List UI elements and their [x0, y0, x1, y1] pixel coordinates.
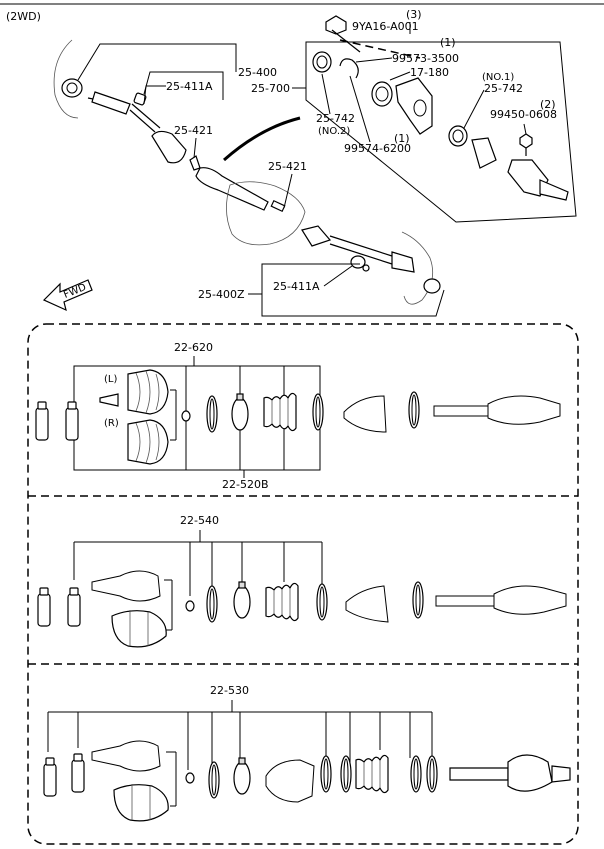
kit-lh-label: 25-411A — [166, 80, 213, 93]
hub-outline-left — [53, 39, 79, 119]
svg-text:(R): (R) — [104, 418, 119, 429]
forward-arrow: FWD — [42, 279, 93, 312]
nut — [519, 133, 533, 156]
svg-text:(L): (L) — [104, 374, 117, 385]
sub-22-520b-label: 22-520B — [222, 478, 269, 491]
group-22-620-label: 22-620 — [174, 341, 213, 354]
seal-no1 — [448, 125, 468, 147]
group-22-530-label: 22-530 — [210, 684, 249, 697]
bearing — [371, 81, 393, 107]
svg-text:(1): (1) — [394, 132, 410, 145]
svg-text:(3): (3) — [406, 8, 422, 21]
ring-label: 99574-6200 — [344, 142, 411, 155]
svg-text:(2): (2) — [540, 98, 556, 111]
panel-22-540: 22-540 — [37, 514, 567, 648]
shaft-lh-label: 25-400 — [238, 66, 277, 79]
shaft-rh-label: 25-400Z — [198, 288, 245, 301]
svg-text:(NO.1): (NO.1) — [482, 72, 514, 83]
panel-22-530: 22-530 — [43, 684, 571, 822]
bracket-label: 17-180 — [410, 66, 449, 79]
bolt-label: 9YA16-A001 — [352, 20, 419, 33]
kit-rh-label: 25-411A — [273, 280, 320, 293]
panel-22-620: 22-620 22-520B (L) (R) — [35, 341, 561, 491]
assembly-label: 25-700 — [251, 82, 290, 95]
svg-text:(1): (1) — [440, 36, 456, 49]
nut-label: 99450-0608 — [490, 108, 557, 121]
joint — [471, 137, 497, 169]
seal-no2-label: 25-742 — [316, 112, 355, 125]
seal-no2 — [312, 51, 332, 73]
hub-seal-right — [423, 278, 441, 294]
svg-text:FWD: FWD — [62, 282, 88, 301]
group-22-540-label: 22-540 — [180, 514, 219, 527]
assembly-leader — [223, 116, 301, 162]
seal-label: 25-742 — [484, 82, 523, 95]
clip-label: 99573-3500 — [392, 52, 459, 65]
engine-outline — [226, 181, 306, 246]
circlip — [339, 58, 359, 79]
clip-lh-label: 25-421 — [174, 124, 213, 137]
right-driveshaft — [301, 225, 415, 273]
clip-rh-label: 25-421 — [268, 160, 307, 173]
hub-seal-left — [61, 78, 83, 98]
repair-kits-frame — [27, 323, 579, 845]
svg-text:(NO.2): (NO.2) — [318, 126, 350, 137]
variant-label: (2WD) — [6, 10, 41, 23]
left-driveshaft — [87, 91, 286, 213]
detail-box-outline — [305, 41, 577, 223]
